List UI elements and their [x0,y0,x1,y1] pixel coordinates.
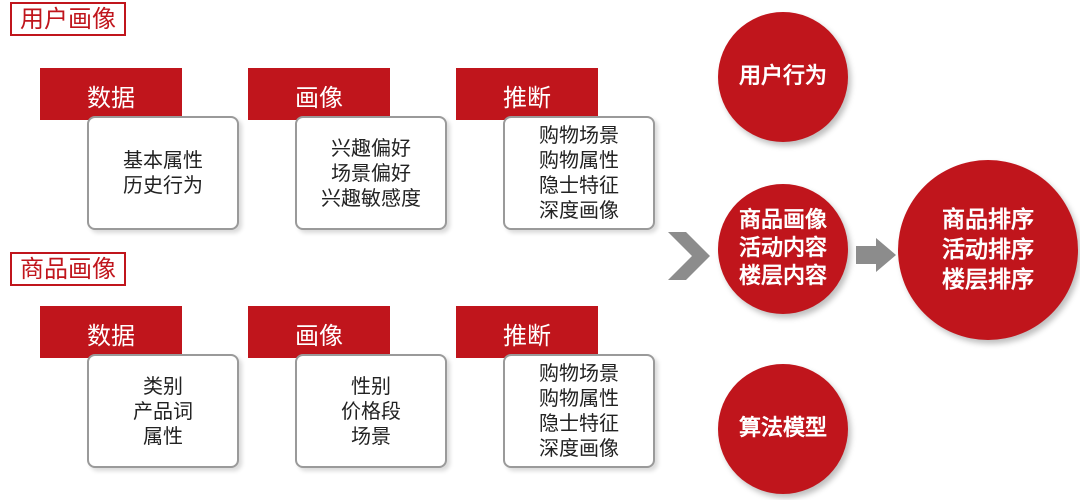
product-profile-title: 商品画像 [10,252,126,286]
product-data-card: 类别 产品词 属性 [87,354,239,468]
arrow-right-icon [856,238,896,272]
user-data-tag: 数据 [40,68,182,120]
user-behavior-circle: 用户行为 [718,12,848,142]
product-profile-tag: 画像 [248,306,390,358]
card-line: 深度画像 [539,436,619,460]
card-line: 属性 [143,423,183,448]
circle-line: 活动排序 [942,237,1034,263]
chevron-right-icon [668,232,710,280]
card-line: 兴趣敏感度 [321,185,421,210]
card-line: 隐士特征 [539,411,619,435]
circle-line: 算法模型 [738,416,827,441]
user-inference-card: 购物场景 购物属性 隐士特征 深度画像 [503,116,655,230]
user-data-card: 基本属性 历史行为 [87,116,239,230]
product-activity-circle: 商品画像 活动内容 楼层内容 [718,184,848,314]
product-inference-tag: 推断 [456,306,598,358]
card-line: 购物属性 [539,148,619,172]
product-data-tag: 数据 [40,306,182,358]
card-line: 历史行为 [123,173,203,197]
circle-line: 用户行为 [738,64,827,89]
product-inference-card: 购物场景 购物属性 隐士特征 深度画像 [503,354,655,468]
card-line: 基本属性 [123,148,203,172]
card-line: 类别 [143,373,183,398]
circle-line: 活动内容 [738,236,827,261]
card-line: 场景偏好 [331,160,411,185]
card-line: 产品词 [133,398,193,423]
circle-line: 楼层内容 [738,264,827,289]
card-line: 性别 [351,373,391,398]
user-profile-card: 兴趣偏好 场景偏好 兴趣敏感度 [295,116,447,230]
card-line: 购物属性 [539,386,619,410]
user-inference-tag: 推断 [456,68,598,120]
ranking-circle: 商品排序 活动排序 楼层排序 [898,160,1078,340]
product-profile-card: 性别 价格段 场景 [295,354,447,468]
user-profile-tag: 画像 [248,68,390,120]
circle-line: 商品排序 [942,207,1034,233]
card-line: 购物场景 [539,361,619,385]
circle-line: 商品画像 [738,208,827,233]
algorithm-model-circle: 算法模型 [718,364,848,494]
card-line: 深度画像 [539,198,619,222]
circle-line: 楼层排序 [942,267,1034,293]
card-line: 场景 [351,423,391,448]
card-line: 购物场景 [539,123,619,147]
user-profile-title: 用户画像 [10,2,126,36]
card-line: 隐士特征 [539,173,619,197]
card-line: 兴趣偏好 [331,135,411,160]
card-line: 价格段 [341,398,401,423]
